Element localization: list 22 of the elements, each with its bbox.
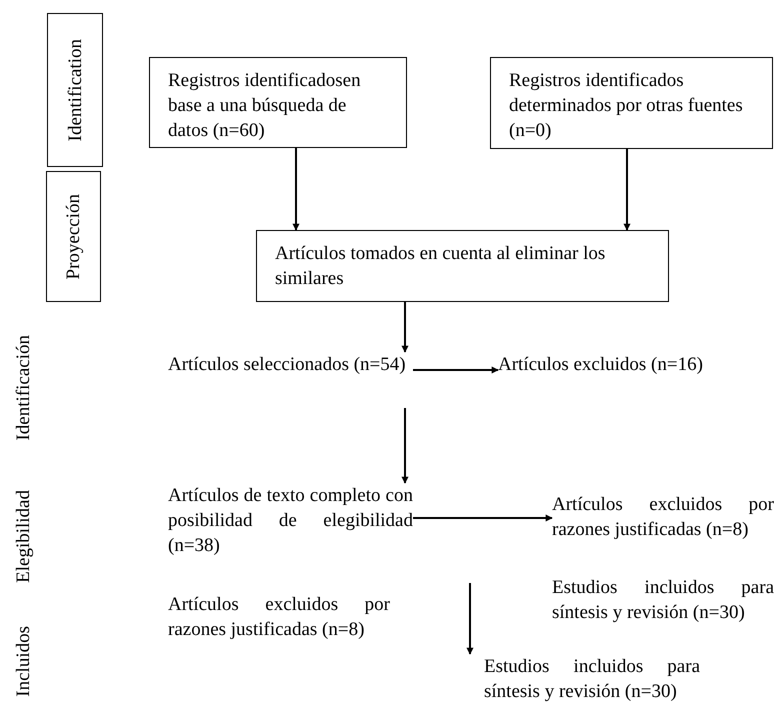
arrow <box>624 149 630 231</box>
process-text: Artículos excluidos por razones justificadas (n=8) <box>552 492 774 550</box>
arrow <box>466 583 474 655</box>
process-text: Estudios incluidos para síntesis y revisión (n=30) <box>552 575 774 633</box>
process-box: Artículos tomados en cuenta al eliminar los similares <box>256 230 669 302</box>
process-text: Artículos excluidos (n=16) <box>498 352 718 408</box>
stage-label: Identificación <box>12 335 34 441</box>
process-box: Registros identificados determinados por otras fuentes (n=0) <box>490 57 773 149</box>
stage-box: Identification <box>47 13 103 167</box>
arrow <box>292 148 300 231</box>
arrow <box>413 514 553 522</box>
stage-label: Elegibilidad <box>12 490 34 582</box>
stage-label: Incluidos <box>12 626 34 696</box>
stage-box: Proyección <box>46 171 101 302</box>
process-text: Estudios incluidos para síntesis y revisión (n=30) <box>466 654 700 704</box>
process-text: Artículos de texto completo con posibilidad de elegibilidad (n=38) <box>168 483 413 567</box>
arrow <box>413 366 499 374</box>
arrow <box>402 302 408 353</box>
process-text: Artículos seleccionados (n=54) <box>168 352 413 408</box>
arrow <box>402 408 408 484</box>
process-box: Registros identificadosen base a una búsqueda de datos (n=60) <box>149 57 407 148</box>
process-text: Artículos excluidos por razones justificadas (n=8) <box>168 592 390 648</box>
